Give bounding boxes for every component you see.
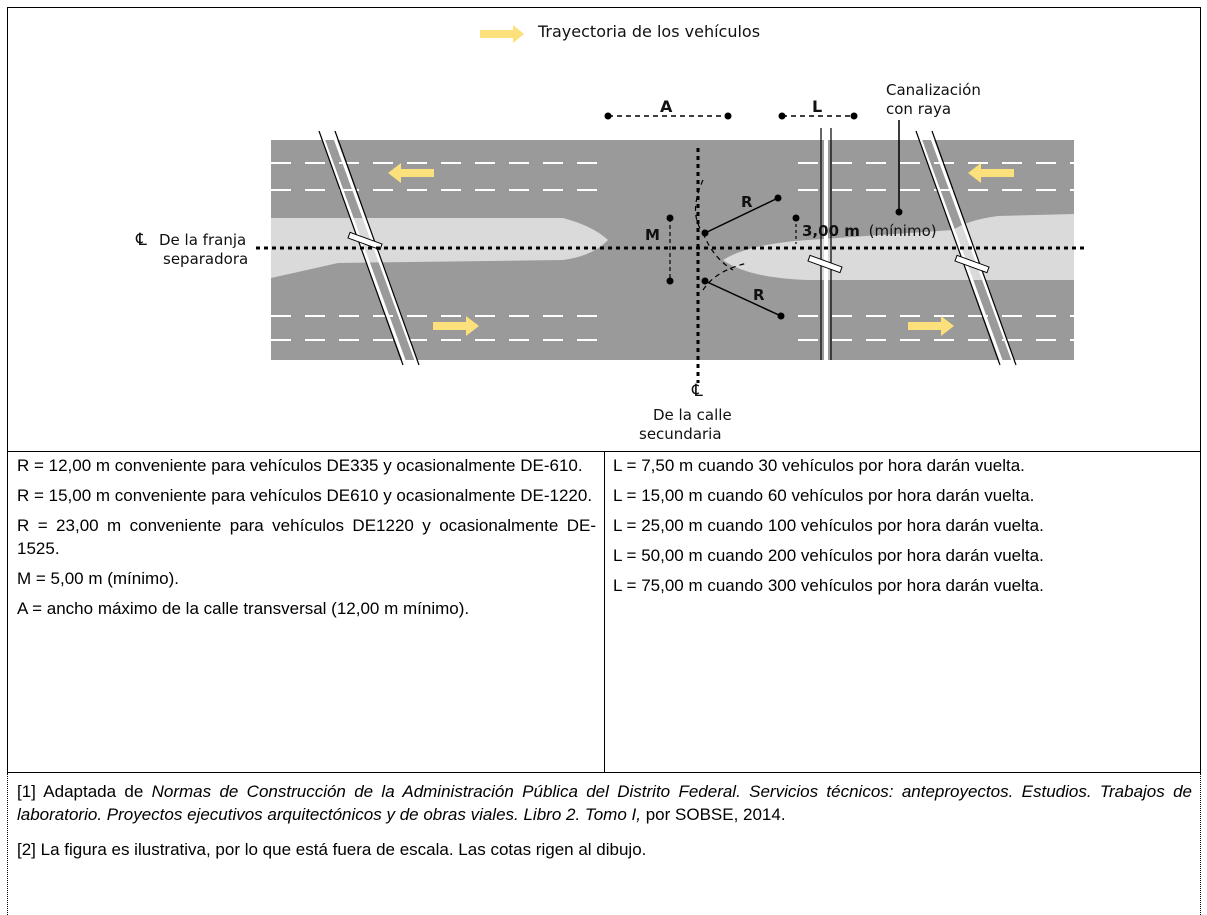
dimension-m-label: M [645,226,660,244]
separator-min-note: (mínimo) [869,222,937,240]
direction-arrows [388,163,1014,336]
secondary-label-line1: De la calle [653,406,732,424]
median-min-row: M = 5,00 m (mínimo). [17,569,180,588]
canalization-label-line2: con raya [886,100,951,118]
marker-symbols [347,231,990,274]
scale-note: [2] La figura es ilustrativa, por lo que… [17,840,647,859]
median-label-line1: De la franja [159,231,246,249]
secondary-centerline-symbol: ℄ [691,381,703,401]
lane-markings [271,162,1074,341]
source-note-suffix: por SOBSE, 2014. [640,805,786,824]
length-row-5: L = 75,00 m cuando 300 vehículos por hor… [613,576,1044,595]
intersection-diagram: Trayectoria de los vehículos [135,22,1088,443]
legend: Trayectoria de los vehículos [480,22,760,43]
source-note: [1] Adaptada de Normas de Construcción d… [17,773,1192,826]
cross-street-width-row: A = ancho máximo de la calle transversal… [17,599,470,618]
length-row-4: L = 50,00 m cuando 200 vehículos por hor… [613,546,1044,565]
canalization-label-line1: Canalización [886,81,981,99]
opening-length-column: L = 7,50 m cuando 30 vehículos por hora … [605,452,1200,772]
median-centerline-symbol: ℄ [135,230,147,250]
length-row-2: L = 15,00 m cuando 60 vehículos por hora… [613,486,1035,505]
legend-arrow-icon [480,25,524,43]
figure-notes: [1] Adaptada de Normas de Construcción d… [7,773,1201,915]
arrow-right-icon [433,316,479,336]
separator-min-dimension: 3,00 m (mínimo) [802,222,937,240]
source-note-title: Normas de Construcción de la Administrac… [17,782,1192,824]
radius-label-upper: R [741,193,753,211]
radius-row-3: R = 23,00 m conveniente para vehículos D… [17,516,596,558]
median-opening-figure: Trayectoria de los vehículos [7,7,1201,452]
stop-line-double [820,128,832,360]
radius-label-lower: R [753,286,765,304]
length-row-3: L = 25,00 m cuando 100 vehículos por hor… [613,516,1044,535]
source-note-prefix: [1] Adaptada de [17,782,152,801]
radius-row-2: R = 15,00 m conveniente para vehículos D… [17,486,593,505]
arrow-left-icon [388,163,434,183]
arrow-left-icon [968,163,1014,183]
radius-values-column: R = 12,00 m conveniente para vehículos D… [8,452,605,772]
legend-label: Trayectoria de los vehículos [537,22,760,41]
design-values-table: R = 12,00 m conveniente para vehículos D… [7,452,1201,773]
dimension-a-label: A [660,97,673,116]
median-label-line2: separadora [163,250,248,268]
arrow-right-icon [908,316,954,336]
secondary-label-line2: secundaria [639,425,722,443]
separator-min-value: 3,00 m [802,222,860,240]
radius-row-1: R = 12,00 m conveniente para vehículos D… [17,456,583,475]
length-row-1: L = 7,50 m cuando 30 vehículos por hora … [613,456,1025,475]
dimension-l-label: L [812,97,822,116]
